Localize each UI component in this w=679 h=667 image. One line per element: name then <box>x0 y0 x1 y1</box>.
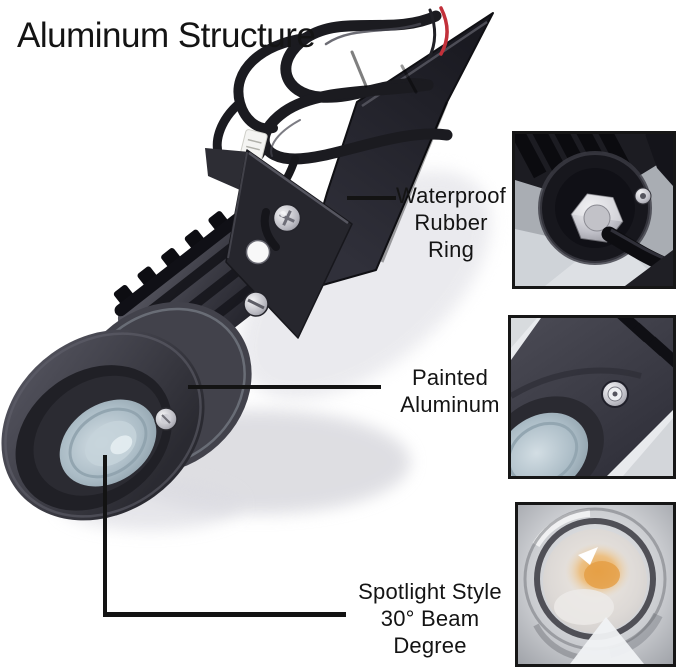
beam-lens-closeup-image <box>518 505 673 664</box>
aluminum-head-closeup-image <box>511 318 673 476</box>
callout-line-spotlight-horizontal <box>103 612 346 617</box>
lens-sparkle <box>578 547 598 565</box>
inset-painted-aluminum-photo <box>508 315 676 479</box>
rubber-ring-closeup-image <box>515 134 673 286</box>
bezel-screw <box>601 380 629 408</box>
black-wire <box>427 8 437 60</box>
callout-label-spotlight: Spotlight Style 30° Beam Degree <box>358 579 502 658</box>
callout-label-painted: Painted Aluminum <box>400 365 500 417</box>
callout-label-waterproof: Waterproof Rubber Ring <box>395 183 506 262</box>
mounting-bracket <box>205 148 353 339</box>
callout-line-waterproof <box>347 196 396 200</box>
bracket-screw-bottom <box>243 291 269 317</box>
callout-line-spotlight-vertical <box>103 455 107 616</box>
lens <box>59 399 157 487</box>
red-wire <box>439 6 449 56</box>
inset-spotlight-beam-photo <box>515 502 676 667</box>
lens <box>511 396 604 476</box>
cable-gland <box>260 208 280 251</box>
page-title: Aluminum Structure <box>17 16 316 55</box>
inset-waterproof-rubber-ring-photo <box>512 131 676 289</box>
bracket-hole <box>245 239 271 265</box>
lamp-head <box>1 329 205 521</box>
bracket-screw-top <box>272 203 302 233</box>
callout-line-painted <box>188 385 381 389</box>
